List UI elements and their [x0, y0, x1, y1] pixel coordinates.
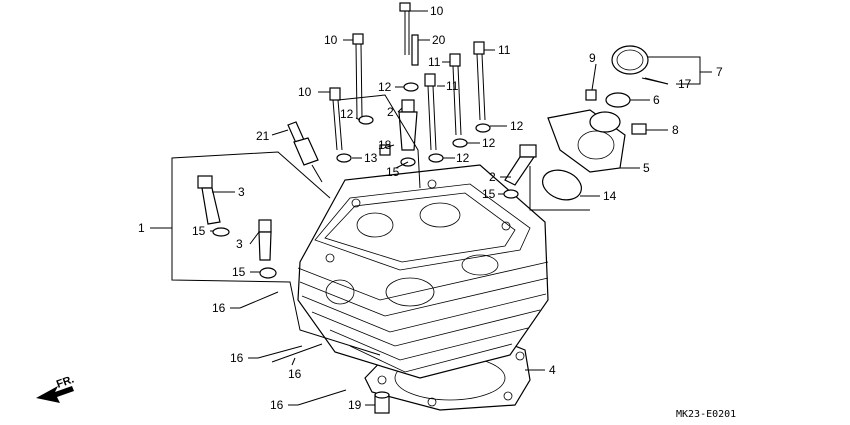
leader-lines [210, 10, 712, 406]
pipe-2-right [503, 144, 537, 199]
bolt-10-lower [329, 87, 343, 151]
callout-21: 21 [256, 129, 270, 143]
bolt-11-right [473, 41, 486, 121]
callout-11a: 11 [498, 43, 511, 57]
cylinder-head [297, 164, 549, 379]
screw-9 [585, 89, 597, 101]
front-direction-label: FR. [55, 373, 76, 390]
spark-plug-21 [287, 121, 323, 183]
callout-12d: 12 [482, 136, 496, 150]
o-ring-14 [542, 169, 582, 201]
front-direction-arrow [36, 386, 74, 403]
callout-5: 5 [643, 161, 650, 175]
bolt-10-left [352, 33, 364, 119]
bolt-11-mid [449, 53, 462, 136]
callout-18: 18 [378, 138, 392, 152]
pipe-3-left [197, 175, 230, 237]
callout-1: 1 [138, 221, 145, 235]
callout-3a: 3 [238, 185, 245, 199]
collar-19 [374, 391, 390, 414]
callout-12a: 12 [378, 80, 392, 94]
callout-4: 4 [549, 363, 556, 377]
group-1-bracket [150, 94, 590, 356]
callout-16c: 16 [288, 367, 302, 381]
callout-10b: 10 [324, 33, 338, 47]
callout-17: 17 [678, 77, 692, 91]
housing-5 [547, 109, 626, 173]
cap-6 [605, 92, 631, 108]
callout-2b: 2 [489, 170, 496, 184]
callout-9: 9 [589, 51, 596, 65]
callout-10c: 10 [298, 85, 312, 99]
dowel-18 [379, 144, 391, 156]
washers-12 [336, 82, 491, 163]
callout-10a: 10 [430, 4, 444, 18]
callout-12b: 12 [510, 119, 524, 133]
callout-2a: 2 [387, 105, 394, 119]
callout-20: 20 [432, 33, 446, 47]
callout-15d: 15 [482, 187, 496, 201]
stud-20 [411, 34, 419, 66]
callout-7: 7 [716, 65, 723, 79]
callout-15a: 15 [386, 165, 400, 179]
callout-11c: 11 [446, 79, 459, 93]
callout-8: 8 [672, 123, 679, 137]
callout-16b: 16 [230, 351, 244, 365]
band-clamp-7 [611, 45, 669, 85]
callout-16a: 16 [212, 301, 226, 315]
studs-16 [239, 291, 347, 406]
bolt-11-inner [424, 73, 437, 151]
callout-15b: 15 [192, 224, 206, 238]
callout-14: 14 [603, 189, 617, 203]
bolt-10-top [399, 2, 411, 55]
callout-19: 19 [348, 398, 362, 412]
callout-12c: 12 [340, 107, 354, 121]
drawing-code: MK23-E0201 [676, 409, 736, 420]
callout-6: 6 [653, 93, 660, 107]
callout-labels: 10 20 10 11 11 12 10 11 2 12 12 21 18 13… [138, 4, 723, 412]
callout-3b: 3 [236, 237, 243, 251]
callout-15c: 15 [232, 265, 246, 279]
callout-16d: 16 [270, 398, 284, 412]
bolt-8 [631, 123, 647, 135]
pipe-3-mid [258, 219, 277, 279]
callout-12e: 12 [456, 151, 470, 165]
callout-11b: 11 [428, 55, 441, 69]
callout-13: 13 [364, 151, 378, 165]
